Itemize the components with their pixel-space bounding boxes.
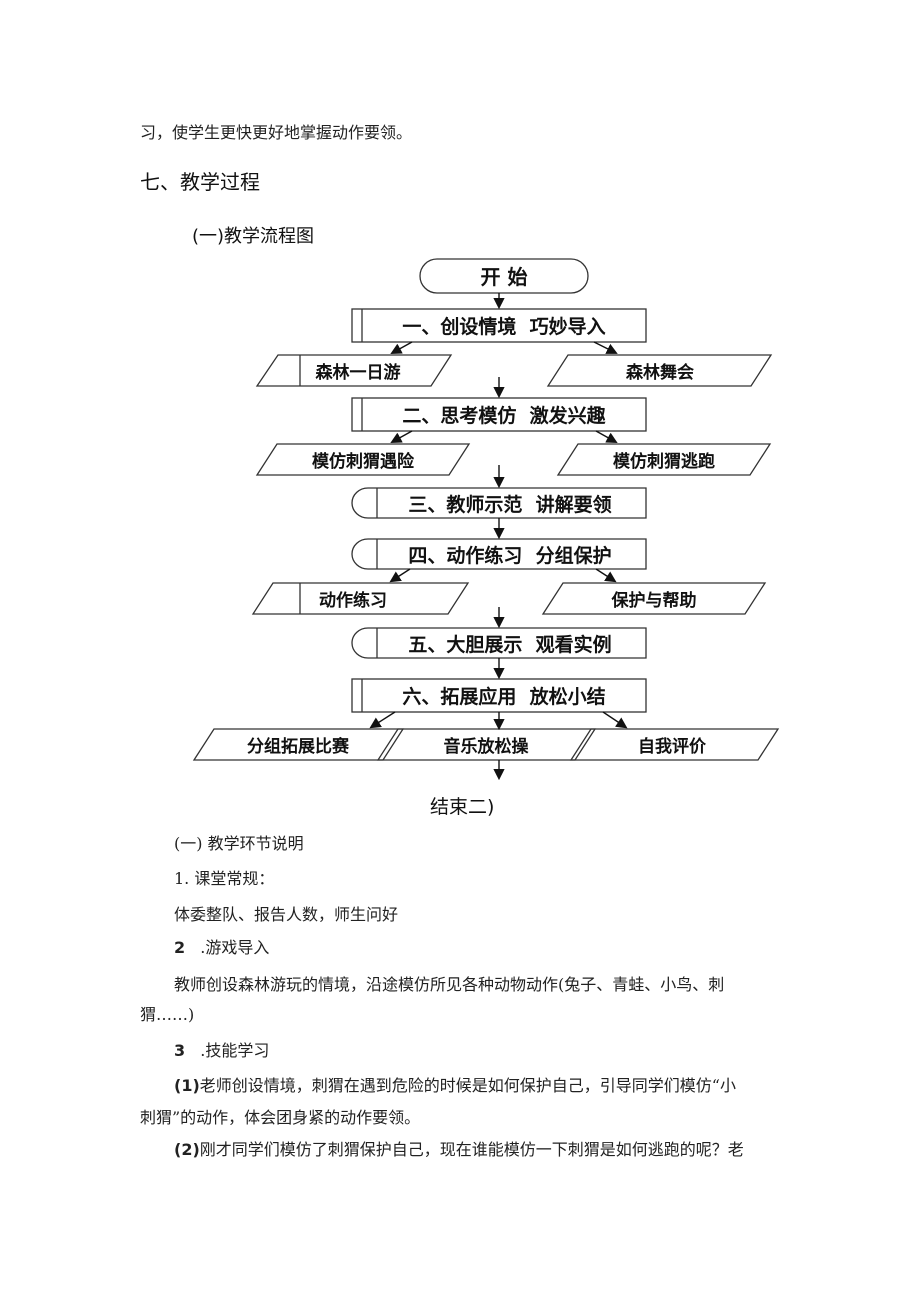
teaching-flowchart: 开 始 一、创设情境 巧妙导入 森林一日游 森林舞会 二、思考模仿 激发兴趣 模… (192, 258, 780, 781)
step1b-label: 森林舞会 (626, 362, 694, 383)
step2a-parallelogram (255, 443, 471, 476)
item2-title: .游戏导入 (200, 938, 270, 957)
arrow (595, 568, 617, 583)
step1a-parallelogram (255, 354, 453, 387)
step3-label: 三、教师示范 讲解要领 (408, 493, 611, 516)
step2b-label: 模仿刺猬逃跑 (613, 451, 715, 472)
arrow (390, 341, 413, 355)
step2a-label: 模仿刺猬遇险 (312, 451, 415, 472)
arrow (389, 568, 411, 583)
flowchart-end-label: 结束二) (430, 796, 495, 818)
arrow (595, 430, 618, 444)
step2b-parallelogram (556, 443, 772, 476)
start-label: 开 始 (481, 265, 528, 289)
arrow (602, 711, 628, 729)
arrow (369, 711, 396, 729)
step3-box (351, 487, 647, 519)
intro-text: 习，使学生更快更好地掌握动作要领。 (140, 123, 413, 142)
paragraph-2-text: 刚才同学们模仿了刺猬保护自己，现在谁能模仿一下刺猬是如何逃跑的呢？老 (199, 1140, 744, 1159)
step6b-label: 音乐放松操 (444, 736, 529, 757)
arrow (390, 430, 413, 444)
paragraph-1-number: (1) (174, 1076, 200, 1095)
step4b-parallelogram (541, 582, 767, 615)
explain-title: (一) 教学环节说明 (174, 834, 304, 853)
arrow (593, 341, 618, 354)
flowchart-title: (一)教学流程图 (192, 226, 315, 247)
step5-box (351, 627, 647, 659)
item3-heading: 3 .技能学习 (174, 1037, 269, 1061)
item2-text-1: 教师创设森林游玩的情境，沿途模仿所见各种动物动作(兔子、青蛙、小鸟、刺 (174, 975, 725, 994)
paragraph-1-line-2: 刺猬”的动作，体会团身紧的动作要领。 (140, 1108, 421, 1127)
step2-label: 二、思考模仿 激发兴趣 (402, 404, 606, 427)
paragraph-1-line-1: (1)老师创设情境，刺猬在遇到危险的时候是如何保护自己，引导同学们模仿“小 (174, 1072, 736, 1096)
item1-title: 1. 课堂常规： (174, 869, 275, 888)
step1-label: 一、创设情境 巧妙导入 (402, 315, 605, 338)
step4-box (351, 538, 647, 570)
step6c-label: 自我评价 (638, 736, 707, 757)
step6-label: 六、拓展应用 放松小结 (402, 685, 605, 708)
section-title: 七、教学过程 (140, 170, 260, 194)
item2-number: 2 (174, 938, 186, 957)
step6c-parallelogram (569, 728, 780, 761)
item2-text-2: 猬……) (140, 1005, 195, 1024)
step4a-parallelogram (251, 582, 470, 615)
step6a-label: 分组拓展比赛 (247, 736, 350, 757)
paragraph-1-text: 老师创设情境，刺猬在遇到危险的时候是如何保护自己，引导同学们模仿“小 (199, 1076, 736, 1095)
item3-title: .技能学习 (200, 1041, 270, 1060)
step4-label: 四、动作练习 分组保护 (408, 544, 611, 567)
item2-heading: 2 .游戏导入 (174, 934, 269, 958)
paragraph-2-line-1: (2)刚才同学们模仿了刺猬保护自己，现在谁能模仿一下刺猬是如何逃跑的呢？老 (174, 1136, 744, 1160)
step5-label: 五、大胆展示 观看实例 (408, 633, 611, 656)
step1b-parallelogram (546, 354, 773, 387)
item1-text: 体委整队、报告人数，师生问好 (174, 905, 399, 924)
item3-number: 3 (174, 1041, 186, 1060)
step4b-label: 保护与帮助 (611, 590, 697, 611)
step4a-label: 动作练习 (319, 590, 387, 611)
step1a-label: 森林一日游 (316, 362, 401, 383)
start-terminal (419, 258, 589, 294)
paragraph-2-number: (2) (174, 1140, 200, 1159)
